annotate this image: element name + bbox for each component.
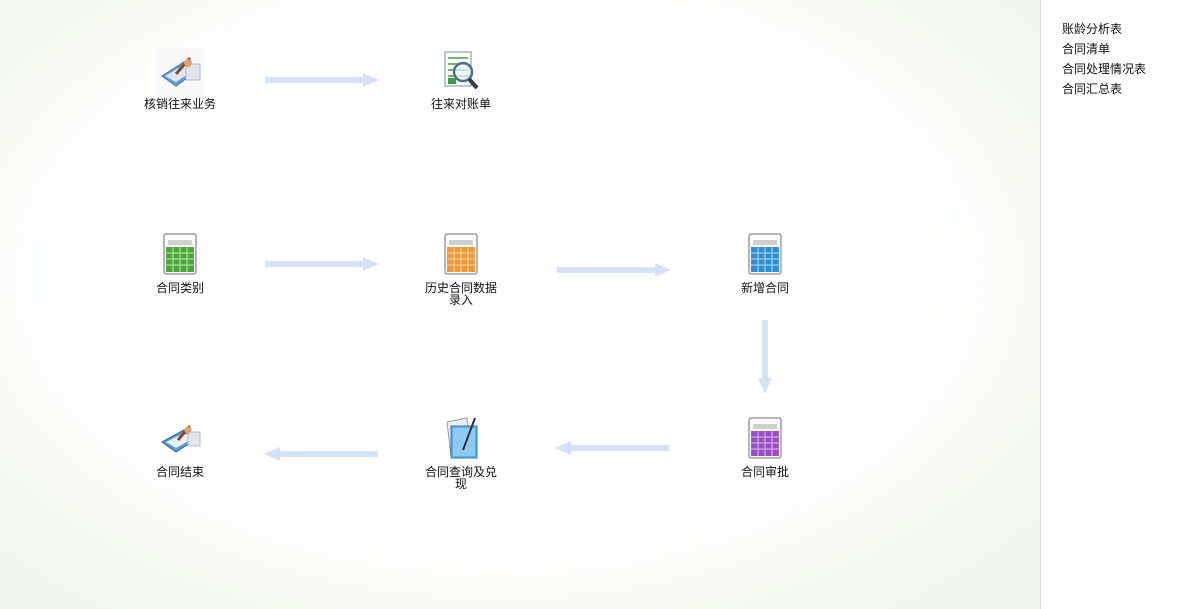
report-link-contract-summary[interactable]: 合同汇总表 (1062, 82, 1123, 96)
orange-calendar-icon (437, 232, 485, 280)
node-contract-category[interactable]: 合同类别 (125, 232, 235, 294)
node-label: 合同审批 (740, 465, 789, 479)
workflow-canvas: 核销往来业务 往来对账单 (0, 0, 1040, 609)
arrow-right-3 (557, 263, 671, 277)
blue-calendar-icon (741, 232, 789, 280)
magnifier-spreadsheet-icon (437, 48, 485, 96)
node-label: 历史合同数据录入 (424, 281, 497, 307)
node-label: 合同结束 (155, 465, 204, 479)
arrow-right-2 (265, 257, 379, 271)
node-history-entry[interactable]: 历史合同数据录入 (406, 232, 516, 306)
node-label: 合同查询及兑现 (424, 465, 497, 491)
report-link-aging-analysis[interactable]: 账龄分析表 (1062, 22, 1123, 36)
node-reconciliation[interactable]: 往来对账单 (406, 48, 516, 110)
node-query-redeem[interactable]: 合同查询及兑现 (406, 416, 516, 490)
node-verify-business[interactable]: 核销往来业务 (125, 48, 235, 110)
document-pen-icon (437, 416, 485, 464)
arrow-left-1 (555, 441, 669, 455)
clipboard-pen-icon (156, 416, 204, 464)
arrow-left-2 (264, 447, 378, 461)
purple-calendar-icon (741, 416, 789, 464)
node-new-contract[interactable]: 新增合同 (710, 232, 820, 294)
node-contract-approval[interactable]: 合同审批 (710, 416, 820, 478)
arrow-down (758, 320, 772, 394)
report-list: 账龄分析表 合同清单 合同处理情况表 合同汇总表 (1041, 0, 1187, 101)
node-label: 新增合同 (740, 281, 789, 295)
report-link-contract-processing[interactable]: 合同处理情况表 (1062, 62, 1147, 76)
node-contract-end[interactable]: 合同结束 (125, 416, 235, 478)
arrow-right-1 (265, 73, 379, 87)
node-label: 核销往来业务 (143, 97, 216, 111)
report-panel: 账龄分析表 合同清单 合同处理情况表 合同汇总表 (1040, 0, 1187, 609)
report-link-contract-list[interactable]: 合同清单 (1062, 42, 1111, 56)
green-calendar-icon (156, 232, 204, 280)
node-label: 合同类别 (155, 281, 204, 295)
pen-writing-icon (156, 48, 204, 96)
node-label: 往来对账单 (430, 97, 491, 111)
